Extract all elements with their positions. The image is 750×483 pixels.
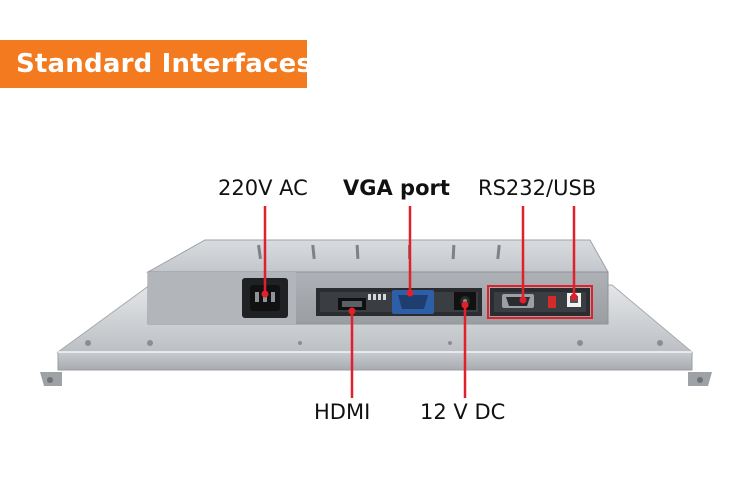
- label-12v-dc: 12 V DC: [420, 400, 506, 424]
- ac-inlet: [242, 278, 288, 318]
- mounting-tab-right: [688, 372, 712, 386]
- label-220v-ac: 220V AC: [218, 176, 308, 200]
- housing-top: [146, 239, 609, 273]
- label-hdmi: HDMI: [314, 400, 371, 424]
- header-pins: [368, 294, 386, 300]
- mounting-tab-left: [40, 372, 62, 386]
- vga-port: [392, 290, 434, 314]
- callout-dots: [261, 289, 578, 315]
- banner-title: Standard Interfaces: [16, 49, 313, 79]
- title-banner: Standard Interfaces: [0, 40, 312, 88]
- rs232-usb-callout-box: [487, 285, 593, 319]
- frame-holes: [85, 340, 663, 346]
- callout-lines: [263, 206, 576, 398]
- label-rs232-usb: RS232/USB: [478, 176, 597, 200]
- frame-lip: [57, 351, 693, 371]
- label-vga-port: VGA port: [343, 176, 450, 200]
- hdmi-port: [338, 298, 366, 310]
